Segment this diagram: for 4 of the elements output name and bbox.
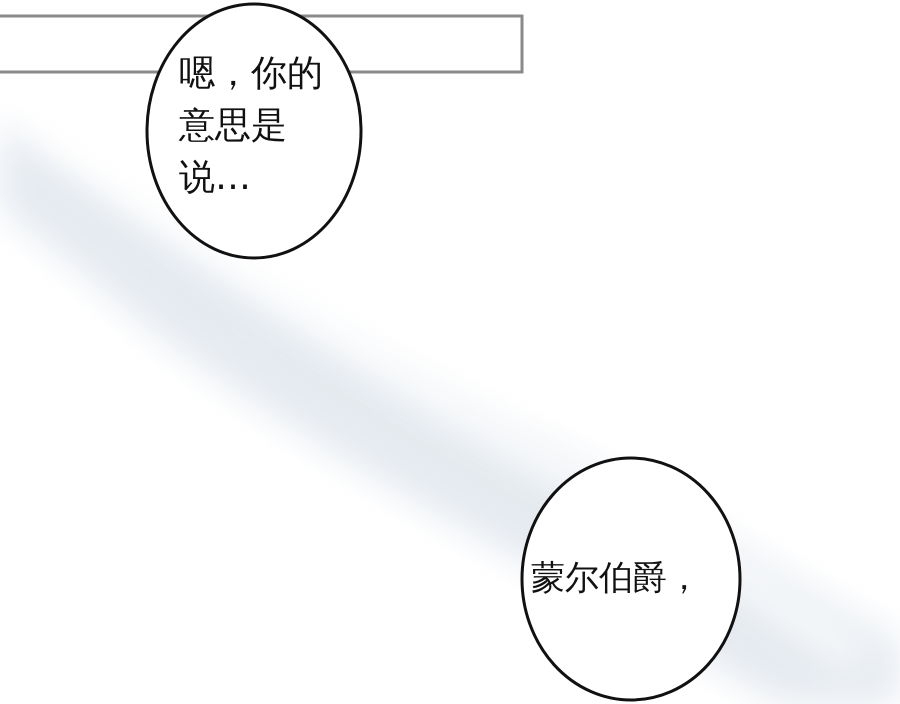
dialogue-text: 蒙尔伯爵， [531,557,702,600]
dialogue-text: 嗯，你的意思是说… [179,52,324,200]
speech-bubble [520,456,742,702]
speech-bubble [145,2,363,260]
